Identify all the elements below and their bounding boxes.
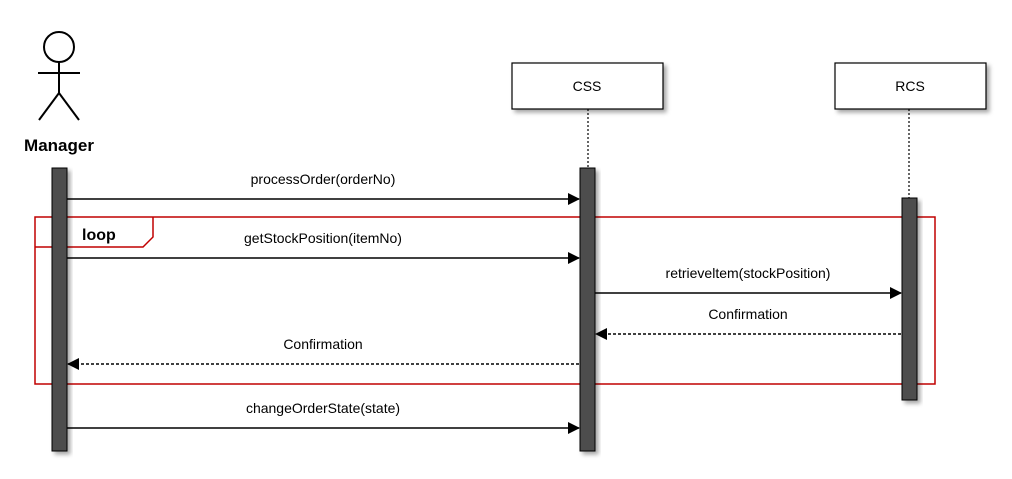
message-retrieve-item: retrieveltem(stockPosition) <box>595 265 902 299</box>
lifeline-rcs-box <box>834 62 987 110</box>
lifeline-css-label: CSS <box>573 78 602 94</box>
message-label: getStockPosition(itemNo) <box>244 230 402 246</box>
message-confirmation-rcs-to-css: Confirmation <box>595 306 901 340</box>
actor-label: Manager <box>24 136 94 155</box>
css-activation-bar <box>579 167 596 452</box>
lifeline-rcs: RCS <box>834 62 987 198</box>
message-label: Confirmation <box>283 336 362 352</box>
message-confirmation-css-to-manager: Confirmation <box>67 336 579 370</box>
loop-frame <box>34 216 936 385</box>
message-label: processOrder(orderNo) <box>251 171 396 187</box>
lifeline-css-box <box>511 62 664 110</box>
message-label: retrieveltem(stockPosition) <box>666 265 831 281</box>
lifeline-css: CSS <box>511 62 664 168</box>
loop-frame-tab <box>35 217 154 248</box>
message-process-order: processOrder(orderNo) <box>67 171 580 205</box>
rcs-activation-bar <box>901 197 918 401</box>
manager-activation-bar <box>51 167 68 452</box>
manager-actor: Manager <box>24 31 94 155</box>
loop-fragment: loop <box>34 216 936 385</box>
actor-stick-figure-icon <box>38 31 80 121</box>
lifeline-rcs-label: RCS <box>895 78 925 94</box>
message-label: Confirmation <box>708 306 787 322</box>
message-label: changeOrderState(state) <box>246 400 400 416</box>
loop-operator-label: loop <box>82 227 116 244</box>
message-get-stock-position: getStockPosition(itemNo) <box>67 230 580 264</box>
message-change-order-state: changeOrderState(state) <box>67 400 580 434</box>
